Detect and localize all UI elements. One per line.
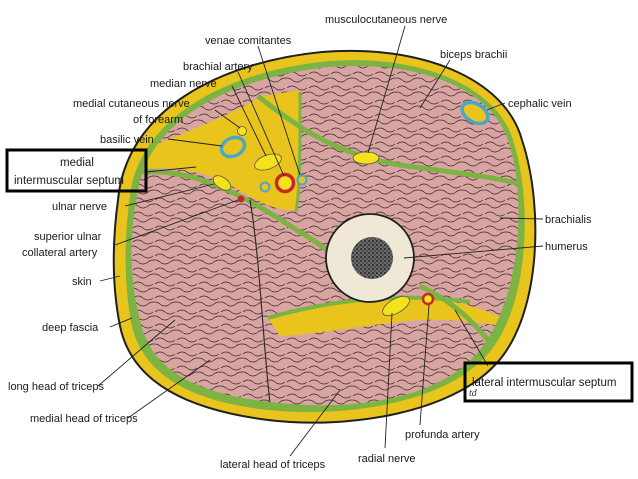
muscle-compartments — [131, 65, 519, 406]
biceps-boundary-septum — [256, 94, 519, 187]
leader-biceps — [419, 59, 451, 109]
label-humerus: humerus — [545, 241, 588, 253]
leader-deep-fascia — [109, 317, 133, 328]
cephalic-vein-vessel — [460, 100, 490, 126]
label-basilic-vein: basilic vein — [100, 134, 154, 146]
leader-basilic-vein — [167, 138, 223, 147]
label-lateral-intermuscular-septum: lateral intermuscular septum — [472, 377, 616, 389]
leader-long-head — [97, 319, 176, 387]
brachial-artery-vessel — [274, 172, 296, 194]
leader-brachial-artery — [237, 71, 285, 177]
leader-median-nerve — [231, 85, 267, 157]
label-radial-nerve: radial nerve — [358, 453, 415, 465]
venae-comitantes-left — [259, 181, 271, 193]
triceps-head-divider — [249, 199, 271, 405]
leader-venae-comitantes — [257, 45, 301, 176]
label-medial-cutaneous-nerve-line1: medial cutaneous nerve — [73, 98, 190, 110]
label-ulnar-nerve: ulnar nerve — [52, 201, 107, 213]
label-skin: skin — [72, 276, 92, 288]
label-long-head-triceps: long head of triceps — [8, 381, 105, 393]
leader-skin — [99, 275, 121, 282]
label-profunda-artery: profunda artery — [405, 429, 480, 441]
leader-brachialis — [499, 217, 544, 220]
label-venae-comitantes: venae comitantes — [205, 35, 292, 47]
superior-ulnar-collateral-artery-mark — [237, 195, 245, 203]
musculocutaneous-nerve-mark — [352, 151, 380, 165]
label-biceps-brachii: biceps brachii — [440, 49, 507, 61]
artist-signature: td — [469, 388, 478, 399]
label-median-nerve: median nerve — [150, 78, 217, 90]
leader-lateral-septum — [454, 309, 489, 367]
leader-profunda — [419, 304, 430, 426]
leader-radial-nerve — [384, 312, 393, 449]
label-cephalic-vein: cephalic vein — [508, 98, 572, 110]
venae-comitantes-right — [296, 174, 308, 186]
leader-humerus — [403, 245, 544, 259]
leader-medial-septum — [145, 166, 197, 173]
leader-superior-ulnar — [114, 199, 239, 246]
medial-septum-line — [139, 169, 338, 260]
radial-nerve-mark — [382, 295, 410, 317]
leader-lines — [97, 25, 544, 457]
profunda-artery-vessel — [421, 292, 435, 306]
leader-lateral-head — [289, 389, 341, 457]
label-medial-head-triceps: medial head of triceps — [30, 413, 138, 425]
label-brachialis: brachialis — [545, 214, 592, 226]
label-musculocutaneous-nerve: musculocutaneous nerve — [325, 14, 447, 26]
leader-medial-head — [127, 359, 211, 419]
label-medial-septum-line2: intermuscular septum — [14, 175, 124, 187]
posterior-fat-channel — [268, 296, 500, 336]
label-deep-fascia: deep fascia — [42, 322, 99, 334]
lateral-septum-highlight-box — [463, 361, 634, 403]
anterior-channel-edge — [294, 91, 302, 213]
leader-cephalic-vein — [486, 102, 506, 111]
humerus-marrow — [351, 237, 393, 279]
leader-medial-cutaneous — [214, 109, 241, 129]
leader-musculocutaneous — [367, 25, 406, 154]
label-superior-ulnar-line1: superior ulnar — [34, 231, 102, 243]
label-superior-ulnar-line2: collateral artery — [22, 247, 98, 259]
medial-cutaneous-nerve-mark — [237, 126, 247, 136]
lateral-septum-line — [418, 283, 490, 342]
medial-septum-highlight-box — [5, 148, 148, 193]
basilic-vein-vessel — [219, 135, 247, 159]
ulnar-nerve-mark — [212, 175, 232, 191]
label-lateral-head-triceps: lateral head of triceps — [220, 459, 326, 471]
label-medial-cutaneous-nerve-line2: of forearm — [133, 114, 183, 126]
leader-ulnar-nerve — [124, 183, 215, 207]
label-medial-septum-line1: medial — [60, 157, 94, 169]
label-brachial-artery: brachial artery — [183, 61, 253, 73]
